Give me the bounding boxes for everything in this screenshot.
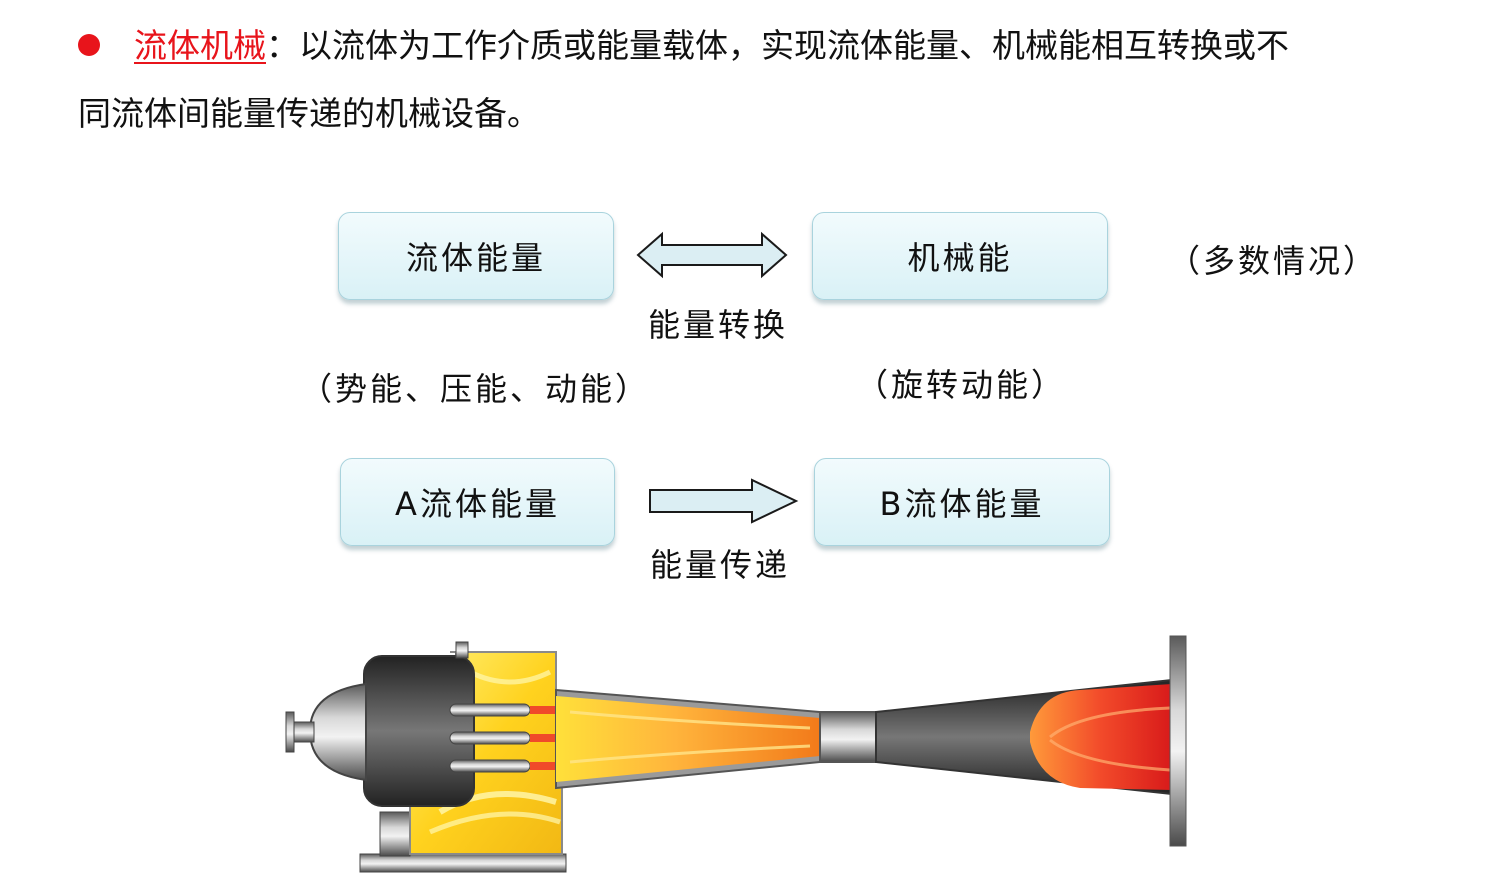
definition-line-1: 流体机械：以流体为工作介质或能量载体，实现流体能量、机械能相互转换或不 — [134, 12, 1289, 80]
b-fluid-energy-box: B流体能量 — [814, 458, 1110, 546]
definition-line-2: 同流体间能量传递的机械设备。 — [78, 94, 540, 133]
bullet-dot — [78, 34, 100, 56]
majority-case-note: （多数情况） — [1168, 242, 1379, 280]
rotational-energy-note: （旋转动能） — [856, 366, 1067, 404]
definition-term: 流体机械 — [134, 26, 266, 65]
definition-line-1-rest: ：以流体为工作介质或能量载体，实现流体能量、机械能相互转换或不 — [266, 26, 1289, 65]
energy-transfer-label: 能量传递 — [650, 546, 791, 584]
double-arrow-icon — [636, 231, 788, 279]
a-fluid-energy-box: A流体能量 — [340, 458, 615, 546]
fluid-energy-types-note: （势能、压能、动能） — [300, 370, 651, 408]
energy-conversion-label: 能量转换 — [648, 306, 789, 344]
right-arrow-icon — [649, 478, 799, 524]
mechanical-energy-box: 机械能 — [812, 212, 1108, 300]
fluid-energy-box: 流体能量 — [338, 212, 614, 300]
jet-pump-illustration — [285, 635, 1187, 873]
